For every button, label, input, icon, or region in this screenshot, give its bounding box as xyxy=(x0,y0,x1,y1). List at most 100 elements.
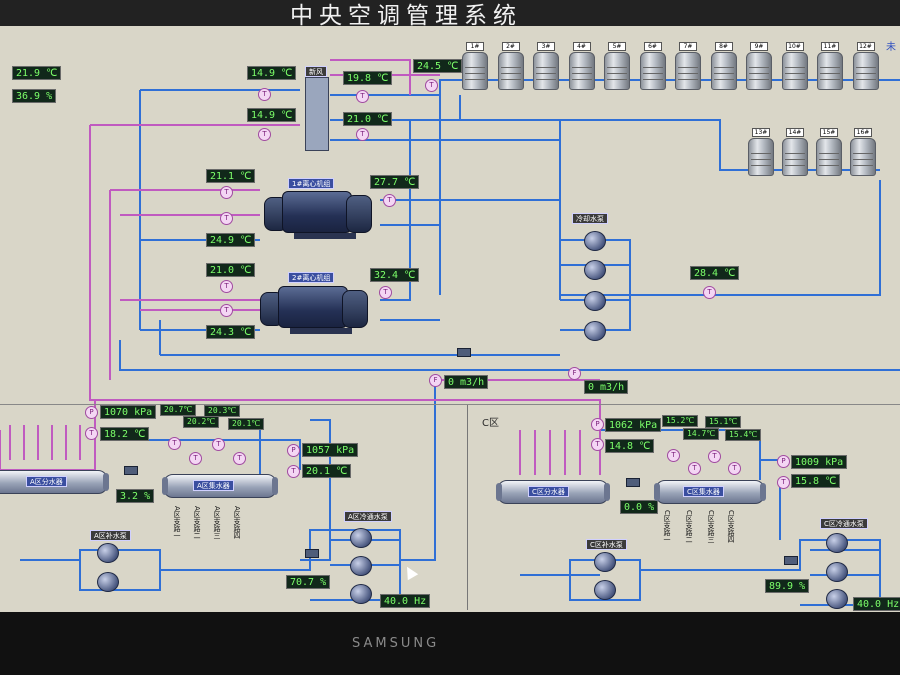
manifold-left-mid: 14.9 ℃ xyxy=(247,108,297,122)
sensor-icon[interactable]: T xyxy=(258,128,271,141)
sensor-icon[interactable]: T xyxy=(258,88,271,101)
sensor-icon[interactable]: T xyxy=(220,186,233,199)
cooling-tower-label: 2# xyxy=(501,42,520,51)
zone-c-bypass-valve-icon[interactable] xyxy=(626,478,640,487)
sensor-icon[interactable]: T xyxy=(356,90,369,103)
zone-a-frequency: 40.0 Hz xyxy=(380,594,431,608)
monitor-bezel: SAMSUNG xyxy=(0,612,900,675)
sensor-icon[interactable]: T xyxy=(220,212,233,225)
chiller-2-in-left: 21.0 ℃ xyxy=(206,263,256,277)
sensor-icon[interactable]: T xyxy=(703,286,716,299)
sensor-icon[interactable]: T xyxy=(688,462,701,475)
chiller-2[interactable] xyxy=(260,282,370,334)
sensor-icon[interactable]: T xyxy=(85,427,98,440)
sensor-icon[interactable]: T xyxy=(708,450,721,463)
zone-c-bypass-valve: 0.0 % xyxy=(620,500,659,514)
zone-c-return-temp: 15.8 ℃ xyxy=(791,474,841,488)
sensor-icon[interactable]: T xyxy=(212,438,225,451)
cooling-tower[interactable]: 16# xyxy=(848,128,878,178)
manifold-right-top: 19.8 ℃ xyxy=(343,71,393,85)
sensor-icon[interactable]: T xyxy=(728,462,741,475)
cooling-tower[interactable]: 2# xyxy=(496,42,526,92)
sensor-icon[interactable]: T xyxy=(189,452,202,465)
zone-a-makeup-pump-label: A区补水泵 xyxy=(90,530,131,541)
cooling-pump-4[interactable] xyxy=(584,321,606,341)
cooling-tower[interactable]: 4# xyxy=(567,42,597,92)
zone-c-circ-pump-1[interactable] xyxy=(826,533,848,553)
sensor-icon[interactable]: T xyxy=(383,194,396,207)
cooling-tower[interactable]: 5# xyxy=(602,42,632,92)
cooling-tower[interactable]: 1# xyxy=(460,42,490,92)
zone-c-circ-pump-2[interactable] xyxy=(826,562,848,582)
cooling-tower[interactable]: 12# xyxy=(851,42,881,92)
cooling-tower-label: 16# xyxy=(854,128,872,137)
cooling-tower-label: 11# xyxy=(821,42,839,51)
cooling-tower[interactable]: 10# xyxy=(780,42,810,92)
zone-a-makeup-pump-1[interactable] xyxy=(97,543,119,563)
sensor-icon[interactable]: T xyxy=(356,128,369,141)
title-bar: 中央空调管理系统 未 xyxy=(0,0,900,53)
chiller-2-in-right: 32.4 ℃ xyxy=(370,268,420,282)
chiller-1-in-left: 21.1 ℃ xyxy=(206,169,256,183)
sensor-icon[interactable]: T xyxy=(220,280,233,293)
sensor-icon[interactable]: T xyxy=(667,449,680,462)
cooling-tower[interactable]: 14# xyxy=(780,128,810,178)
sensor-icon[interactable]: T xyxy=(777,476,790,489)
sensor-icon[interactable]: T xyxy=(220,304,233,317)
zone-c-collector-temp-4: 15.4℃ xyxy=(725,429,762,441)
sensor-icon[interactable]: P xyxy=(591,418,604,431)
zone-c-circ-pump-3[interactable] xyxy=(826,589,848,609)
zone-c-makeup-pump-2[interactable] xyxy=(594,580,616,600)
zone-a-makeup-pump-2[interactable] xyxy=(97,572,119,592)
cooling-tower[interactable]: 11# xyxy=(815,42,845,92)
zone-a-branch-label-2: A区支路二 xyxy=(193,506,201,539)
cooling-tower-icon xyxy=(782,138,808,176)
zone-c-splitter-label: C区分水器 xyxy=(528,486,569,497)
zone-c-circ-valve-icon[interactable] xyxy=(784,556,798,565)
zone-c-branch-label-4: C区支路四 xyxy=(727,510,735,543)
cooling-tower-label: 10# xyxy=(785,42,804,51)
cooling-pump-1[interactable] xyxy=(584,231,606,251)
zone-divider xyxy=(467,405,468,610)
sensor-icon[interactable]: P xyxy=(85,406,98,419)
sensor-icon[interactable]: P xyxy=(777,455,790,468)
manifold-label: 新风 xyxy=(305,66,327,77)
zone-c-return-pressure: 1009 kPa xyxy=(791,455,848,469)
zone-c-makeup-pump-1[interactable] xyxy=(594,552,616,572)
sensor-icon[interactable]: P xyxy=(287,444,300,457)
sensor-icon[interactable]: T xyxy=(379,286,392,299)
zone-a-circ-valve-icon[interactable] xyxy=(305,549,319,558)
zone-a-return-temp: 20.1 ℃ xyxy=(302,464,352,478)
manifold-top-right: 24.5 ℃ xyxy=(413,59,463,73)
zone-c-frequency: 40.0 Hz xyxy=(853,597,900,611)
zone-a-branch-label-4: A区支路四 xyxy=(233,506,241,539)
cooling-tower-icon xyxy=(781,52,808,90)
flow-meter-icon[interactable]: F xyxy=(568,367,581,380)
sensor-icon[interactable]: T xyxy=(287,465,300,478)
header-manifold xyxy=(305,77,329,151)
sensor-icon[interactable]: T xyxy=(233,452,246,465)
cooling-tower[interactable]: 15# xyxy=(814,128,844,178)
cooling-pump-3[interactable] xyxy=(584,291,606,311)
zone-a-circ-pump-2[interactable] xyxy=(350,556,372,576)
sensor-icon[interactable]: T xyxy=(168,437,181,450)
cooling-tower[interactable]: 7# xyxy=(673,42,703,92)
cooling-tower[interactable]: 6# xyxy=(638,42,668,92)
cooling-tower[interactable]: 3# xyxy=(531,42,561,92)
cooling-pump-2[interactable] xyxy=(584,260,606,280)
zone-a-splitter[interactable] xyxy=(0,470,109,494)
sensor-icon[interactable]: T xyxy=(425,79,438,92)
bypass-valve-icon[interactable] xyxy=(457,348,471,357)
zone-a-circ-pump-1[interactable] xyxy=(350,528,372,548)
chiller-1-label: 1#离心机组 xyxy=(288,178,335,189)
flow-meter-icon[interactable]: F xyxy=(429,374,442,387)
cooling-return-temp: 28.4 ℃ xyxy=(690,266,740,280)
zone-a-circ-pump-3[interactable] xyxy=(350,584,372,604)
cooling-tower[interactable]: 9# xyxy=(744,42,774,92)
sensor-icon[interactable]: T xyxy=(591,438,604,451)
zone-a-collector[interactable] xyxy=(162,474,278,498)
cooling-tower[interactable]: 13# xyxy=(746,128,776,178)
cooling-tower[interactable]: 8# xyxy=(709,42,739,92)
chiller-1[interactable] xyxy=(264,187,374,239)
zone-a-bypass-valve-icon[interactable] xyxy=(124,466,138,475)
